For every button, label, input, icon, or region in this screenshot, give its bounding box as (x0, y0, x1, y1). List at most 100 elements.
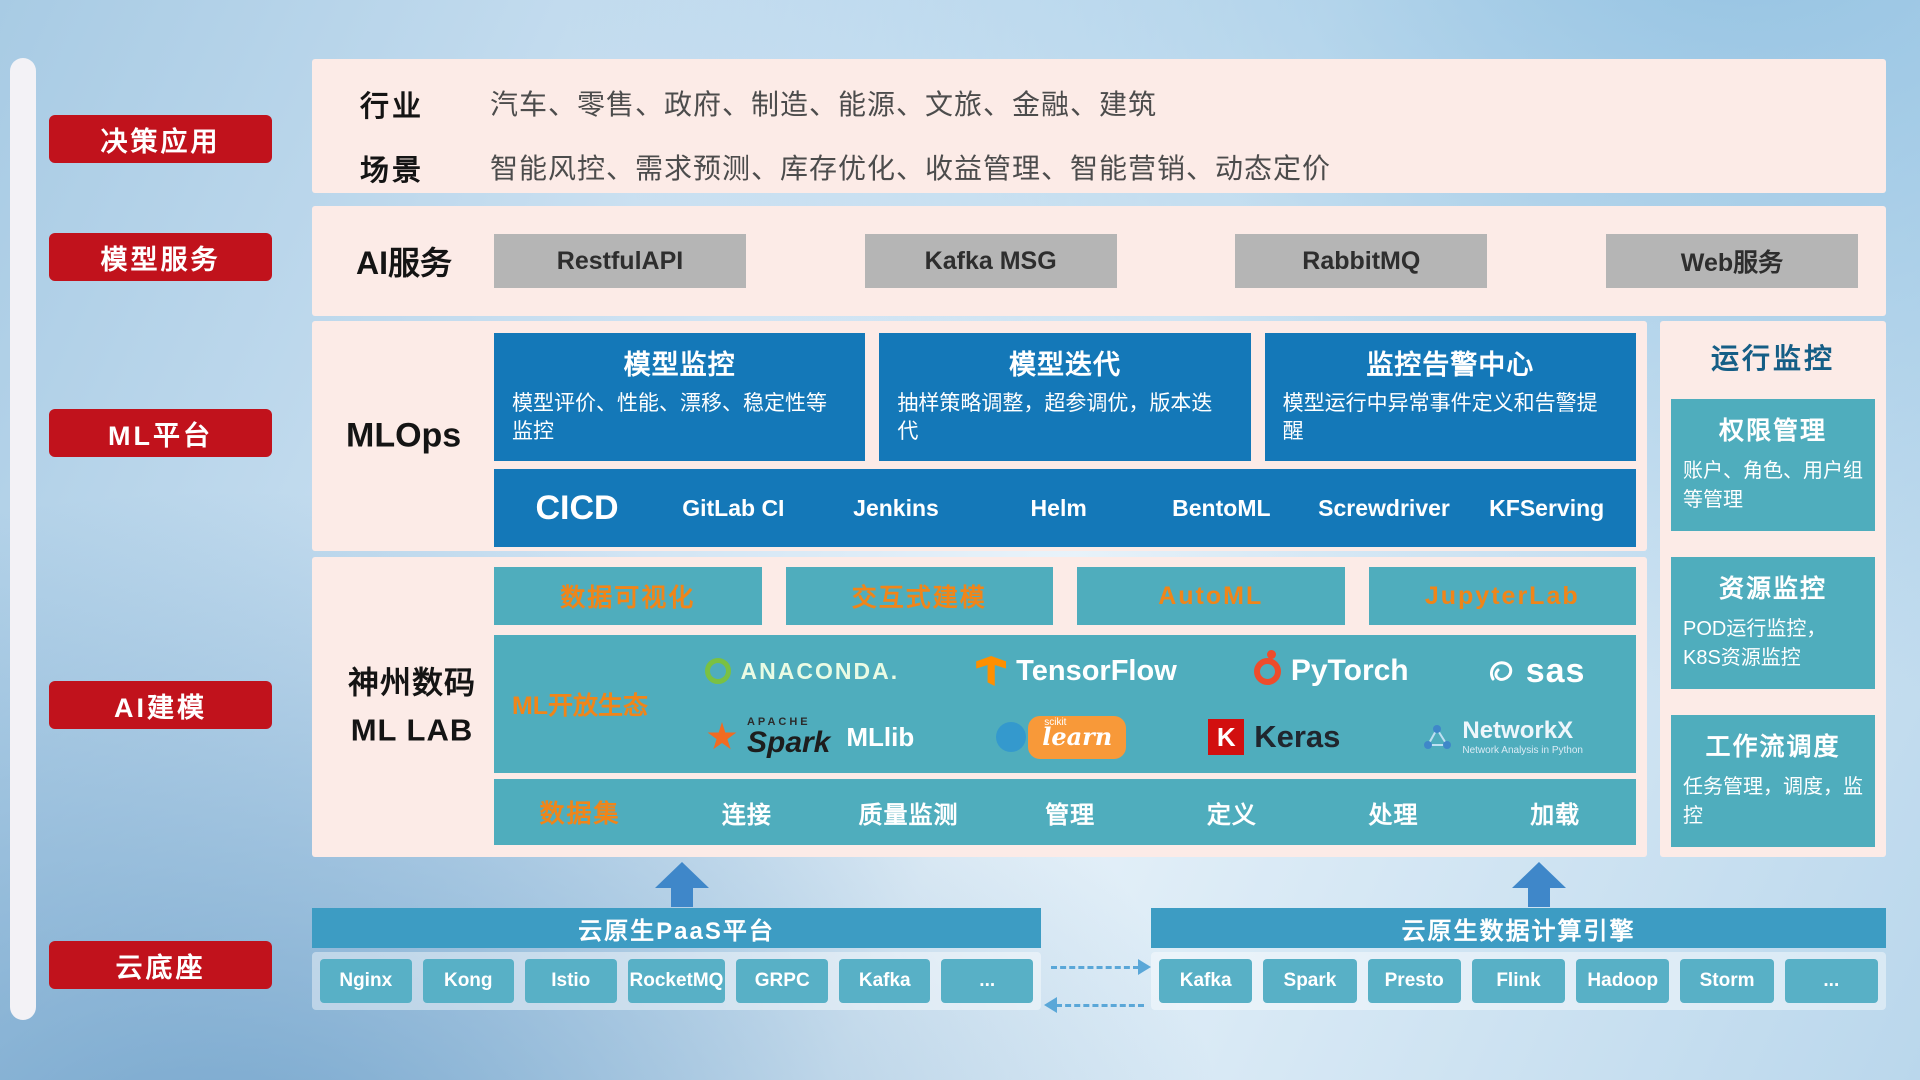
spark-star-icon (707, 722, 737, 750)
anaconda-icon (704, 658, 731, 684)
card-desc: 任务管理，调度，监控 (1683, 776, 1863, 827)
hadoop-chip[interactable]: Hadoop (1576, 959, 1670, 1003)
card-desc: 模型评价、性能、漂移、稳定性等监控 (512, 392, 827, 444)
dashed-arrow-left-line (1056, 1004, 1144, 1007)
data-engine-title-bar: 云原生数据计算引擎 (1151, 908, 1886, 948)
sidebar-item-cloud-base[interactable]: 云底座 (49, 941, 272, 989)
tensorflow-wordmark: TensorFlow (1016, 654, 1177, 687)
runtime-monitor-cards: 权限管理 账户、角色、用户组等管理 资源监控 POD运行监控，K8S资源监控 工… (1660, 377, 1886, 847)
tensorflow-logo: TensorFlow (976, 655, 1177, 688)
istio-chip[interactable]: Istio (525, 959, 617, 1003)
workflow-scheduler-card: 工作流调度 任务管理，调度，监控 (1671, 715, 1875, 847)
keras-k-icon: K (1208, 719, 1245, 755)
jenkins-item: Jenkins (853, 494, 939, 521)
scikit-learn-wordmark: learn (1042, 721, 1113, 751)
helm-item: Helm (1030, 494, 1087, 521)
dataset-load: 加载 (1530, 801, 1581, 829)
web-service-button[interactable]: Web服务 (1605, 234, 1858, 288)
spark-chip[interactable]: Spark (1263, 959, 1357, 1003)
kfserving-item: KFServing (1489, 494, 1605, 521)
card-title: 资源监控 (1718, 575, 1827, 603)
dataset-quality: 质量监测 (858, 801, 959, 829)
mlops-label: MLOps (346, 416, 462, 455)
sidebar-item-model-service[interactable]: 模型服务 (49, 233, 272, 281)
sidebar-item-ml-platform[interactable]: ML平台 (49, 409, 272, 457)
kong-chip[interactable]: Kong (422, 959, 514, 1003)
jupyterlab-button[interactable]: JupyterLab (1368, 567, 1636, 625)
resource-monitor-card: 资源监控 POD运行监控，K8S资源监控 (1671, 557, 1875, 689)
networkx-graph-icon (1424, 725, 1452, 749)
data-visualization-button[interactable]: 数据可视化 (494, 567, 762, 625)
dashed-arrow-left-head (1044, 997, 1057, 1013)
model-iteration-card: 模型迭代 抽样策略调整，超参调优，版本迭代 (879, 333, 1251, 461)
runtime-monitor-panel: 运行监控 权限管理 账户、角色、用户组等管理 资源监控 POD运行监控，K8S资… (1660, 321, 1886, 857)
more-chip[interactable]: ... (1784, 959, 1878, 1003)
up-arrow-right-stem (1528, 887, 1550, 907)
dashed-arrow-right-line (1051, 966, 1139, 969)
card-title: 工作流调度 (1705, 733, 1841, 761)
mllab-label-line1: 神州数码 (348, 665, 476, 701)
mlops-cards: 模型监控 模型评价、性能、漂移、稳定性等监控 模型迭代 抽样策略调整，超参调优，… (494, 333, 1636, 461)
kafka-chip[interactable]: Kafka (838, 959, 931, 1003)
ai-service-buttons: RestfulAPI Kafka MSG RabbitMQ Web服务 (494, 234, 1858, 288)
pytorch-logo: PyTorch (1253, 649, 1409, 688)
nginx-chip[interactable]: Nginx (320, 959, 412, 1003)
dataset-process: 处理 (1368, 801, 1419, 829)
scene-label: 场景 (360, 155, 425, 187)
scikit-label: scikit (1044, 716, 1067, 728)
more-chip[interactable]: ... (941, 959, 1033, 1003)
anaconda-logo: ANACONDA. (704, 658, 900, 685)
ml-ecosystem-logos: ANACONDA. TensorFlow PyTorch sa (666, 635, 1636, 773)
cicd-label: CICD (535, 488, 619, 527)
rocketmq-chip[interactable]: RocketMQ (627, 959, 726, 1003)
dashed-arrow-right-head (1138, 959, 1151, 975)
networkx-subtitle: Network Analysis in Python (1462, 745, 1583, 757)
mllab-label-line2: ML LAB (350, 712, 474, 747)
apache-label: APACHE (746, 715, 811, 728)
card-desc: 抽样策略调整，超参调优，版本迭代 (897, 392, 1213, 444)
card-title: 监控告警中心 (1366, 350, 1535, 380)
dataset-connect: 连接 (721, 801, 772, 829)
sas-logo: sas (1486, 652, 1586, 691)
card-title: 权限管理 (1718, 417, 1827, 445)
up-arrow-left (655, 862, 709, 888)
storm-chip[interactable]: Storm (1680, 959, 1774, 1003)
interactive-modeling-button[interactable]: 交互式建模 (785, 567, 1053, 625)
grpc-chip[interactable]: GRPC (736, 959, 828, 1003)
sas-wordmark: sas (1525, 651, 1586, 690)
scene-list: 智能风控、需求预测、库存优化、收益管理、智能营销、动态定价 (490, 153, 1332, 184)
ai-service-label: AI服务 (356, 245, 453, 281)
dataset-define: 定义 (1206, 801, 1257, 829)
flink-chip[interactable]: Flink (1471, 959, 1566, 1003)
industry-label: 行业 (360, 91, 425, 123)
screwdriver-item: Screwdriver (1318, 494, 1450, 521)
industry-list: 汽车、零售、政府、制造、能源、文旅、金融、建筑 (490, 89, 1158, 120)
model-monitoring-card: 模型监控 模型评价、性能、漂移、稳定性等监控 (494, 333, 866, 461)
bentoml-item: BentoML (1172, 494, 1271, 521)
presto-chip[interactable]: Presto (1367, 959, 1461, 1003)
industry-scene-panel: 行业 汽车、零售、政府、制造、能源、文旅、金融、建筑 场景 智能风控、需求预测、… (312, 59, 1886, 193)
restfulapi-button[interactable]: RestfulAPI (494, 234, 746, 288)
up-arrow-left-stem (671, 887, 693, 907)
sidebar-item-ai-modeling[interactable]: AI建模 (49, 681, 272, 729)
card-title: 模型监控 (623, 350, 736, 380)
keras-wordmark: Keras (1254, 719, 1341, 754)
automl-button[interactable]: AutoML (1077, 567, 1345, 625)
spark-mllib-logo: APACHE Spark MLlib (707, 715, 915, 758)
runtime-monitor-title: 运行监控 (1710, 343, 1835, 374)
eco-row-1: ANACONDA. TensorFlow PyTorch sa (666, 641, 1624, 701)
scikit-learn-logo: scikit learn (996, 715, 1127, 759)
rabbitmq-button[interactable]: RabbitMQ (1235, 234, 1488, 288)
networkx-wordmark: NetworkX (1462, 717, 1574, 745)
kafka-msg-button[interactable]: Kafka MSG (864, 234, 1117, 288)
mllib-wordmark: MLlib (846, 721, 915, 752)
dataset-bar: 数据集 连接 质量监测 管理 定义 处理 加载 (494, 779, 1636, 845)
ml-ecosystem-block: ML开放生态 ANACONDA. TensorFlow PyTorch (494, 635, 1636, 773)
left-rail (10, 58, 36, 1020)
ai-service-panel: AI服务 RestfulAPI Kafka MSG RabbitMQ Web服务 (312, 206, 1886, 316)
ml-ecosystem-label: ML开放生态 (511, 692, 649, 720)
sidebar-item-decision-apps[interactable]: 决策应用 (49, 115, 272, 163)
gitlab-ci-item: GitLab CI (682, 494, 785, 521)
kafka-chip[interactable]: Kafka (1159, 959, 1253, 1003)
